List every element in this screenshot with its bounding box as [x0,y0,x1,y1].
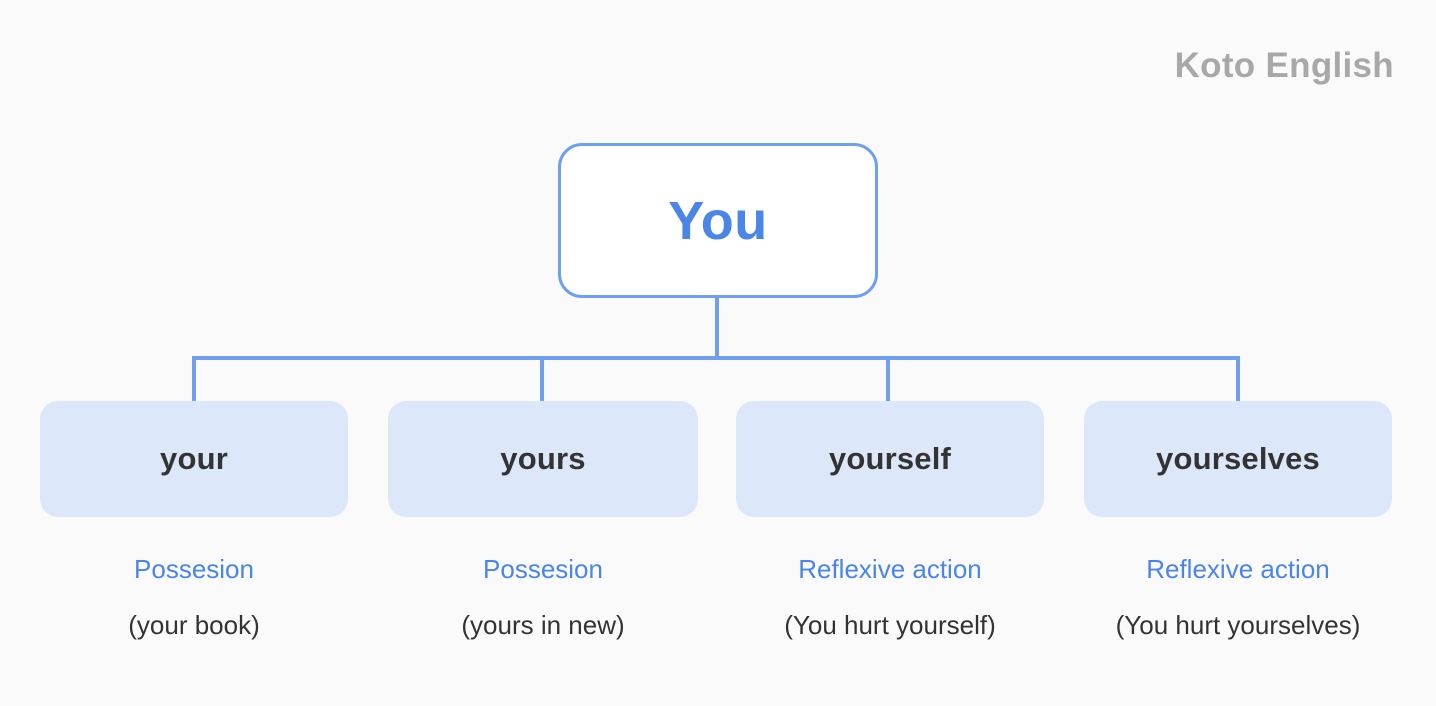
connector-horizontal-bus [192,356,1240,360]
child-node-yours: yours [388,401,698,517]
caption-example: (You hurt yourselves) [1115,610,1361,640]
caption-example: (your book) [128,610,260,640]
child-node-yourselves: yourselves [1084,401,1392,517]
connector-drop-yours [540,356,544,403]
root-node-you: You [558,143,878,298]
caption-group-yourselves: Reflexive action (You hurt yourselves) [1084,553,1392,641]
connector-drop-your [192,356,196,403]
caption-group-yourself: Reflexive action (You hurt yourself) [736,553,1044,641]
caption-role: Reflexive action [1146,554,1330,584]
child-node-label: yourselves [1156,441,1320,476]
connector-drop-yourself [886,356,890,403]
brand-logo: Koto English [1174,46,1394,85]
caption-example: (yours in new) [461,610,625,640]
child-node-label: your [160,441,228,476]
child-node-yourself: yourself [736,401,1044,517]
caption-group-your: Possesion (your book) [40,553,348,641]
child-node-row: your yours yourself yourselves [0,401,1436,517]
caption-example: (You hurt yourself) [784,610,996,640]
caption-role: Possesion [134,554,254,584]
root-node-label: You [668,190,768,251]
child-node-label: yours [500,441,586,476]
caption-role: Possesion [483,554,603,584]
connector-root-stem [715,297,719,358]
caption-group-yours: Possesion (yours in new) [388,553,698,641]
child-node-label: yourself [828,441,952,476]
connector-drop-yourselves [1236,356,1240,403]
child-node-your: your [40,401,348,517]
caption-role: Reflexive action [798,554,982,584]
